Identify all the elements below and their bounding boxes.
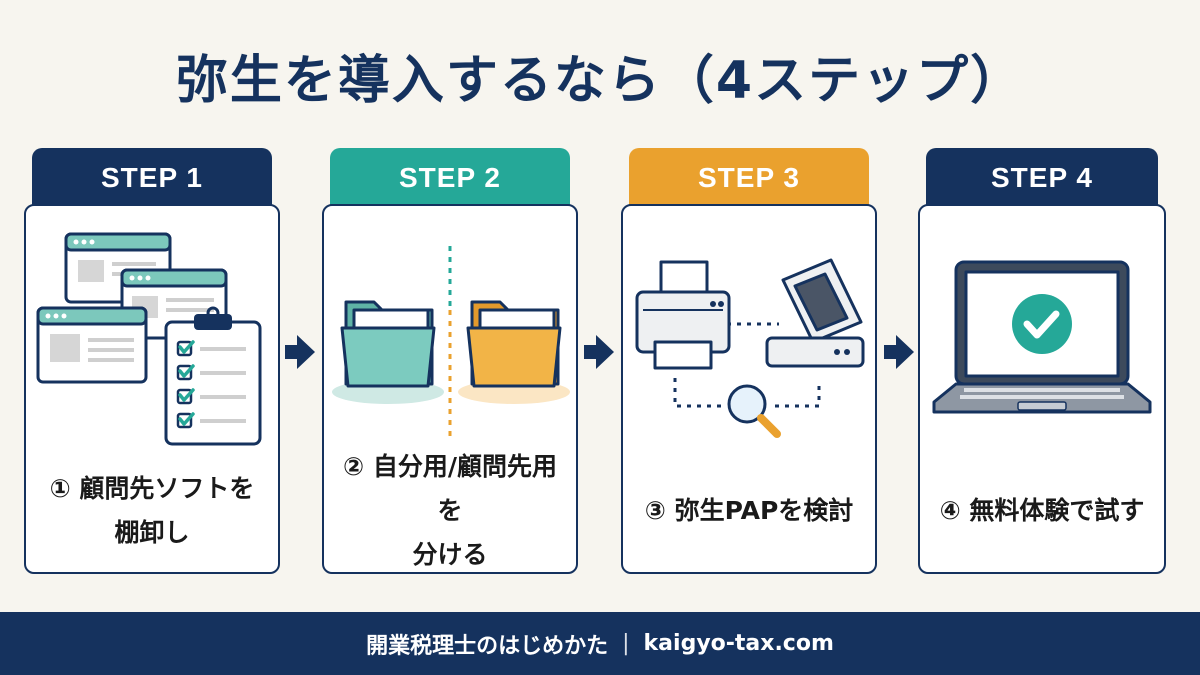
step-2-header: STEP 2 xyxy=(330,148,570,212)
step-2-label: ② 自分用/顧問先用を 分ける xyxy=(342,452,557,569)
windows-checklist-icon xyxy=(36,232,262,446)
step-4-card: ④ 無料体験で試す xyxy=(918,204,1166,574)
footer-bar: 開業税理士のはじめかた | kaigyo-tax.com xyxy=(0,612,1200,675)
arrow-right-icon xyxy=(285,335,315,369)
arrow-right-icon xyxy=(584,335,614,369)
step-3-header: STEP 3 xyxy=(629,148,869,212)
step-3-label: ③ 弥生PAPを検討 xyxy=(644,496,854,525)
folders-split-icon xyxy=(332,246,570,436)
footer-site-name: 開業税理士のはじめかた xyxy=(366,633,609,659)
step-3-card: ③ 弥生PAPを検討 xyxy=(621,204,877,574)
step-4-label: ④ 無料体験で試す xyxy=(939,496,1145,525)
step-2-card: ② 自分用/顧問先用を 分ける xyxy=(322,204,578,574)
footer-separator: | xyxy=(622,631,630,656)
step-1-header: STEP 1 xyxy=(32,148,272,212)
footer-url: kaigyo-tax.com xyxy=(643,631,834,656)
step-1-card: ① 顧問先ソフトを 棚卸し xyxy=(24,204,280,574)
step-1-label: ① 顧問先ソフトを 棚卸し xyxy=(49,474,255,547)
page-title: 弥生を導入するなら（4ステップ） xyxy=(175,51,1025,111)
step-4-header: STEP 4 xyxy=(926,148,1158,212)
arrow-right-icon xyxy=(884,335,914,369)
laptop-check-icon xyxy=(932,260,1152,414)
printer-scanner-icon xyxy=(635,258,865,438)
